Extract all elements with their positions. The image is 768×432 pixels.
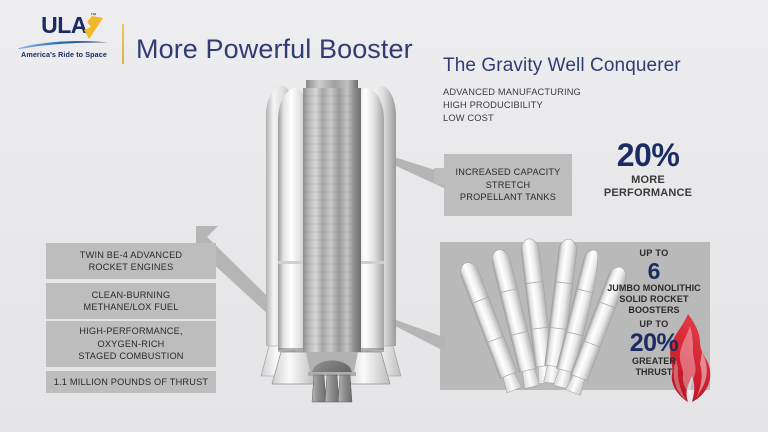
stat-thrust-line2: THRUST — [635, 367, 673, 377]
flame-icon — [662, 312, 718, 404]
callout-thrust-total: 1.1 MILLION POUNDS OF THRUST — [46, 371, 216, 393]
stat-boosters-value: 6 — [647, 258, 661, 284]
callout-line: METHANE/LOX FUEL — [83, 302, 179, 312]
section-title-gravity-well: The Gravity Well Conquerer — [443, 55, 681, 76]
stat-performance-value: 20% — [616, 137, 680, 173]
stat-boosters-upto: UP TO — [639, 248, 669, 258]
callout-line: CLEAN-BURNING — [91, 289, 171, 300]
page-title: More Powerful Booster — [136, 34, 413, 64]
bullet-item: ADVANCED MANUFACTURING — [443, 87, 581, 97]
vulcan-booster-illustration — [246, 72, 416, 408]
stat-thrust-upto: UP TO — [639, 319, 669, 329]
callout-line: PROPELLANT TANKS — [459, 192, 557, 203]
stat-performance-line1: MORE — [631, 174, 665, 186]
stat-more-performance: 20% MORE PERFORMANCE — [590, 138, 706, 200]
callout-line: 1.1 MILLION POUNDS OF THRUST — [53, 376, 209, 387]
ula-logo-wordmark: ULA ™ — [41, 12, 96, 38]
callout-line: ROCKET ENGINES — [88, 262, 174, 272]
ula-gold-chevron-icon — [84, 16, 103, 39]
gravity-well-bullet-list: ADVANCED MANUFACTURING HIGH PRODUCIBILIT… — [443, 86, 581, 126]
callout-twin-be4-engines: TWIN BE-4 ADVANCED ROCKET ENGINES — [46, 243, 216, 279]
header: ULA ™ America's Ride to Space — [0, 0, 768, 123]
stat-number-of-boosters: UP TO 6 JUMBO MONOLITHIC SOLID ROCKET BO… — [602, 248, 706, 316]
stat-performance-line2: PERFORMANCE — [603, 187, 693, 199]
ula-logo-text: ULA — [41, 12, 87, 38]
solid-rocket-boosters-image — [444, 232, 644, 418]
bullet-item: LOW COST — [443, 113, 494, 124]
stat-greater-thrust: UP TO 20% GREATER THRUST — [602, 318, 706, 378]
stat-boosters-line2: SOLID ROCKET — [619, 294, 689, 304]
callout-notch-tanks — [434, 168, 446, 184]
ula-logo-tagline: America's Ride to Space — [21, 50, 107, 59]
callout-line: STRETCH — [485, 179, 531, 190]
stat-boosters-line3: BOOSTERS — [628, 305, 680, 315]
callout-line: STAGED COMBUSTION — [78, 351, 184, 362]
ula-swoosh-icon — [16, 39, 110, 50]
callout-line: TWIN BE-4 ADVANCED — [79, 249, 183, 260]
bullet-item: HIGH PRODUCIBILITY — [443, 100, 543, 111]
stat-boosters-line1: JUMBO MONOLITHIC — [607, 283, 701, 293]
callout-staged-combustion: HIGH-PERFORMANCE, OXYGEN-RICH STAGED COM… — [46, 321, 216, 367]
callout-line: OXYGEN-RICH — [97, 338, 165, 349]
callout-line: HIGH-PERFORMANCE, — [79, 326, 183, 337]
ula-logo: ULA ™ America's Ride to Space — [16, 12, 112, 59]
callout-clean-burning-fuel: CLEAN-BURNING METHANE/LOX FUEL — [46, 283, 216, 319]
callout-line: INCREASED CAPACITY — [455, 167, 561, 178]
header-divider — [122, 24, 124, 64]
callout-propellant-tanks: INCREASED CAPACITY STRETCH PROPELLANT TA… — [444, 154, 572, 216]
trademark-symbol: ™ — [90, 13, 96, 19]
stat-thrust-line1: GREATER — [631, 356, 677, 366]
stat-thrust-value: 20% — [629, 329, 679, 357]
